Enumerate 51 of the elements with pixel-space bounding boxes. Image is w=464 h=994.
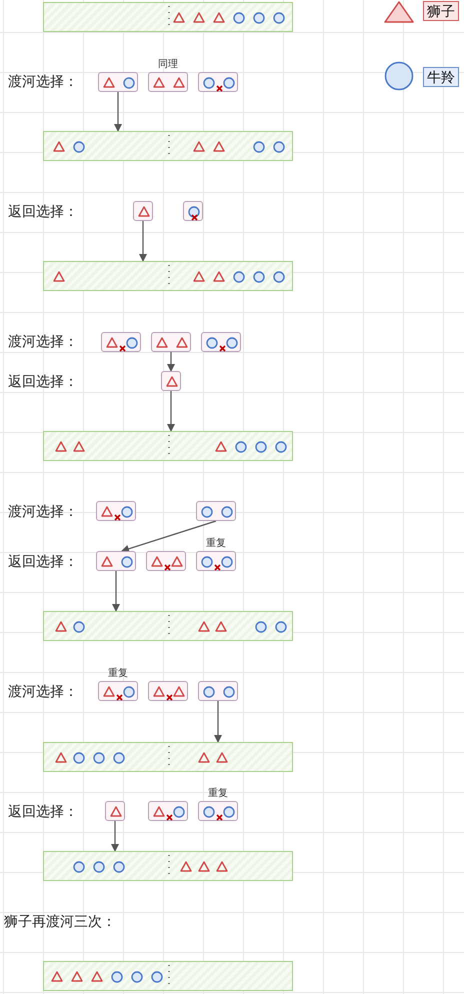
choice-box xyxy=(198,72,238,92)
river-bank-bar xyxy=(43,2,293,32)
step-label: 返回选择： xyxy=(8,202,78,220)
choice-box xyxy=(96,501,136,521)
step-label: 渡河选择： xyxy=(8,682,78,700)
river-bank-bar xyxy=(43,131,293,161)
choice-box xyxy=(183,201,203,221)
river-bank-bar xyxy=(43,261,293,291)
arrow xyxy=(214,701,222,743)
arrow xyxy=(121,520,216,553)
arrow xyxy=(167,352,175,372)
step-label: 返回选择： xyxy=(8,802,78,820)
arrow xyxy=(111,821,119,852)
choice-box xyxy=(148,681,188,701)
choice-box xyxy=(101,332,141,352)
choice-box xyxy=(146,551,186,571)
step-label: 渡河选择： xyxy=(8,332,78,350)
choice-box xyxy=(96,551,136,571)
choice-box xyxy=(133,201,153,221)
step-label: 渡河选择： xyxy=(8,72,78,90)
step-label: 渡河选择： xyxy=(8,502,78,520)
step-label: 返回选择： xyxy=(8,372,78,390)
choice-box xyxy=(98,72,138,92)
choice-box xyxy=(105,801,125,821)
river-bank-bar xyxy=(43,851,293,881)
note-text: 重复 xyxy=(205,538,227,550)
arrow xyxy=(112,571,120,612)
river-bank-bar xyxy=(43,961,293,991)
arrow xyxy=(167,391,175,432)
note-text: 重复 xyxy=(107,668,129,680)
choice-box xyxy=(201,332,241,352)
choice-box xyxy=(198,801,238,821)
choice-box xyxy=(198,681,238,701)
choice-box xyxy=(98,681,138,701)
choice-box xyxy=(148,801,188,821)
step-label: 狮子再渡河三次： xyxy=(4,912,116,930)
legend-label: 牛羚 xyxy=(423,67,459,87)
choice-box xyxy=(151,332,191,352)
choice-box xyxy=(161,371,181,391)
note-text: 重复 xyxy=(207,788,229,800)
river-bank-bar xyxy=(43,611,293,641)
choice-box xyxy=(196,551,236,571)
step-label: 返回选择： xyxy=(8,552,78,570)
note-text: 同理 xyxy=(157,59,179,71)
choice-box xyxy=(148,72,188,92)
legend-label: 狮子 xyxy=(423,1,459,21)
river-bank-bar xyxy=(43,431,293,461)
arrow xyxy=(139,221,147,262)
river-bank-bar xyxy=(43,742,293,772)
choice-box xyxy=(196,501,236,521)
arrow xyxy=(114,92,122,132)
